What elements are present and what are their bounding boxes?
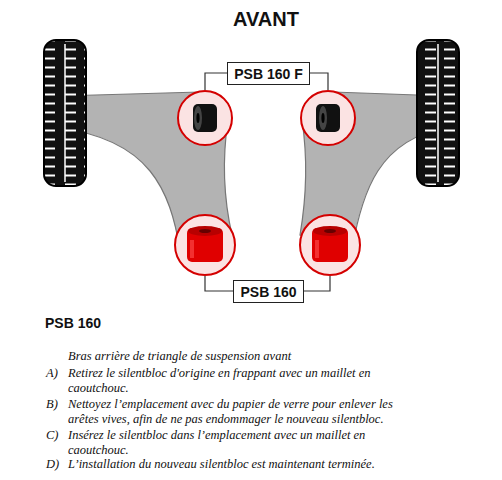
part-number-box: PSB 160	[233, 280, 304, 303]
tire	[44, 40, 86, 186]
section-heading: PSB 160	[45, 315, 101, 331]
bushing-callout	[175, 215, 235, 275]
step-text: L’installation du nouveau silentbloc est…	[68, 457, 413, 472]
part-number: PSB 160 F	[234, 66, 302, 82]
bushing-callout	[301, 91, 355, 145]
step-text: Retirez le silentbloc d'origine en frapp…	[68, 366, 413, 396]
part-number-box: PSB 160 F	[227, 62, 310, 85]
step-letter: D)	[46, 457, 59, 472]
step-text: Nettoyez l’emplacement avec du papier de…	[68, 397, 413, 427]
diagram-title: AVANT	[233, 8, 299, 31]
bushing-callout	[178, 91, 232, 145]
tire	[417, 40, 459, 186]
step-text: Insérez le silentbloc dans l’emplacement…	[68, 428, 413, 458]
instruction-heading: Bras arrière de triangle de suspension a…	[68, 349, 428, 364]
step-letter: A)	[46, 366, 58, 381]
step-letter: B)	[46, 397, 58, 412]
bushing-callout	[300, 215, 360, 275]
part-number: PSB 160	[240, 284, 296, 300]
step-letter: C)	[46, 428, 59, 443]
